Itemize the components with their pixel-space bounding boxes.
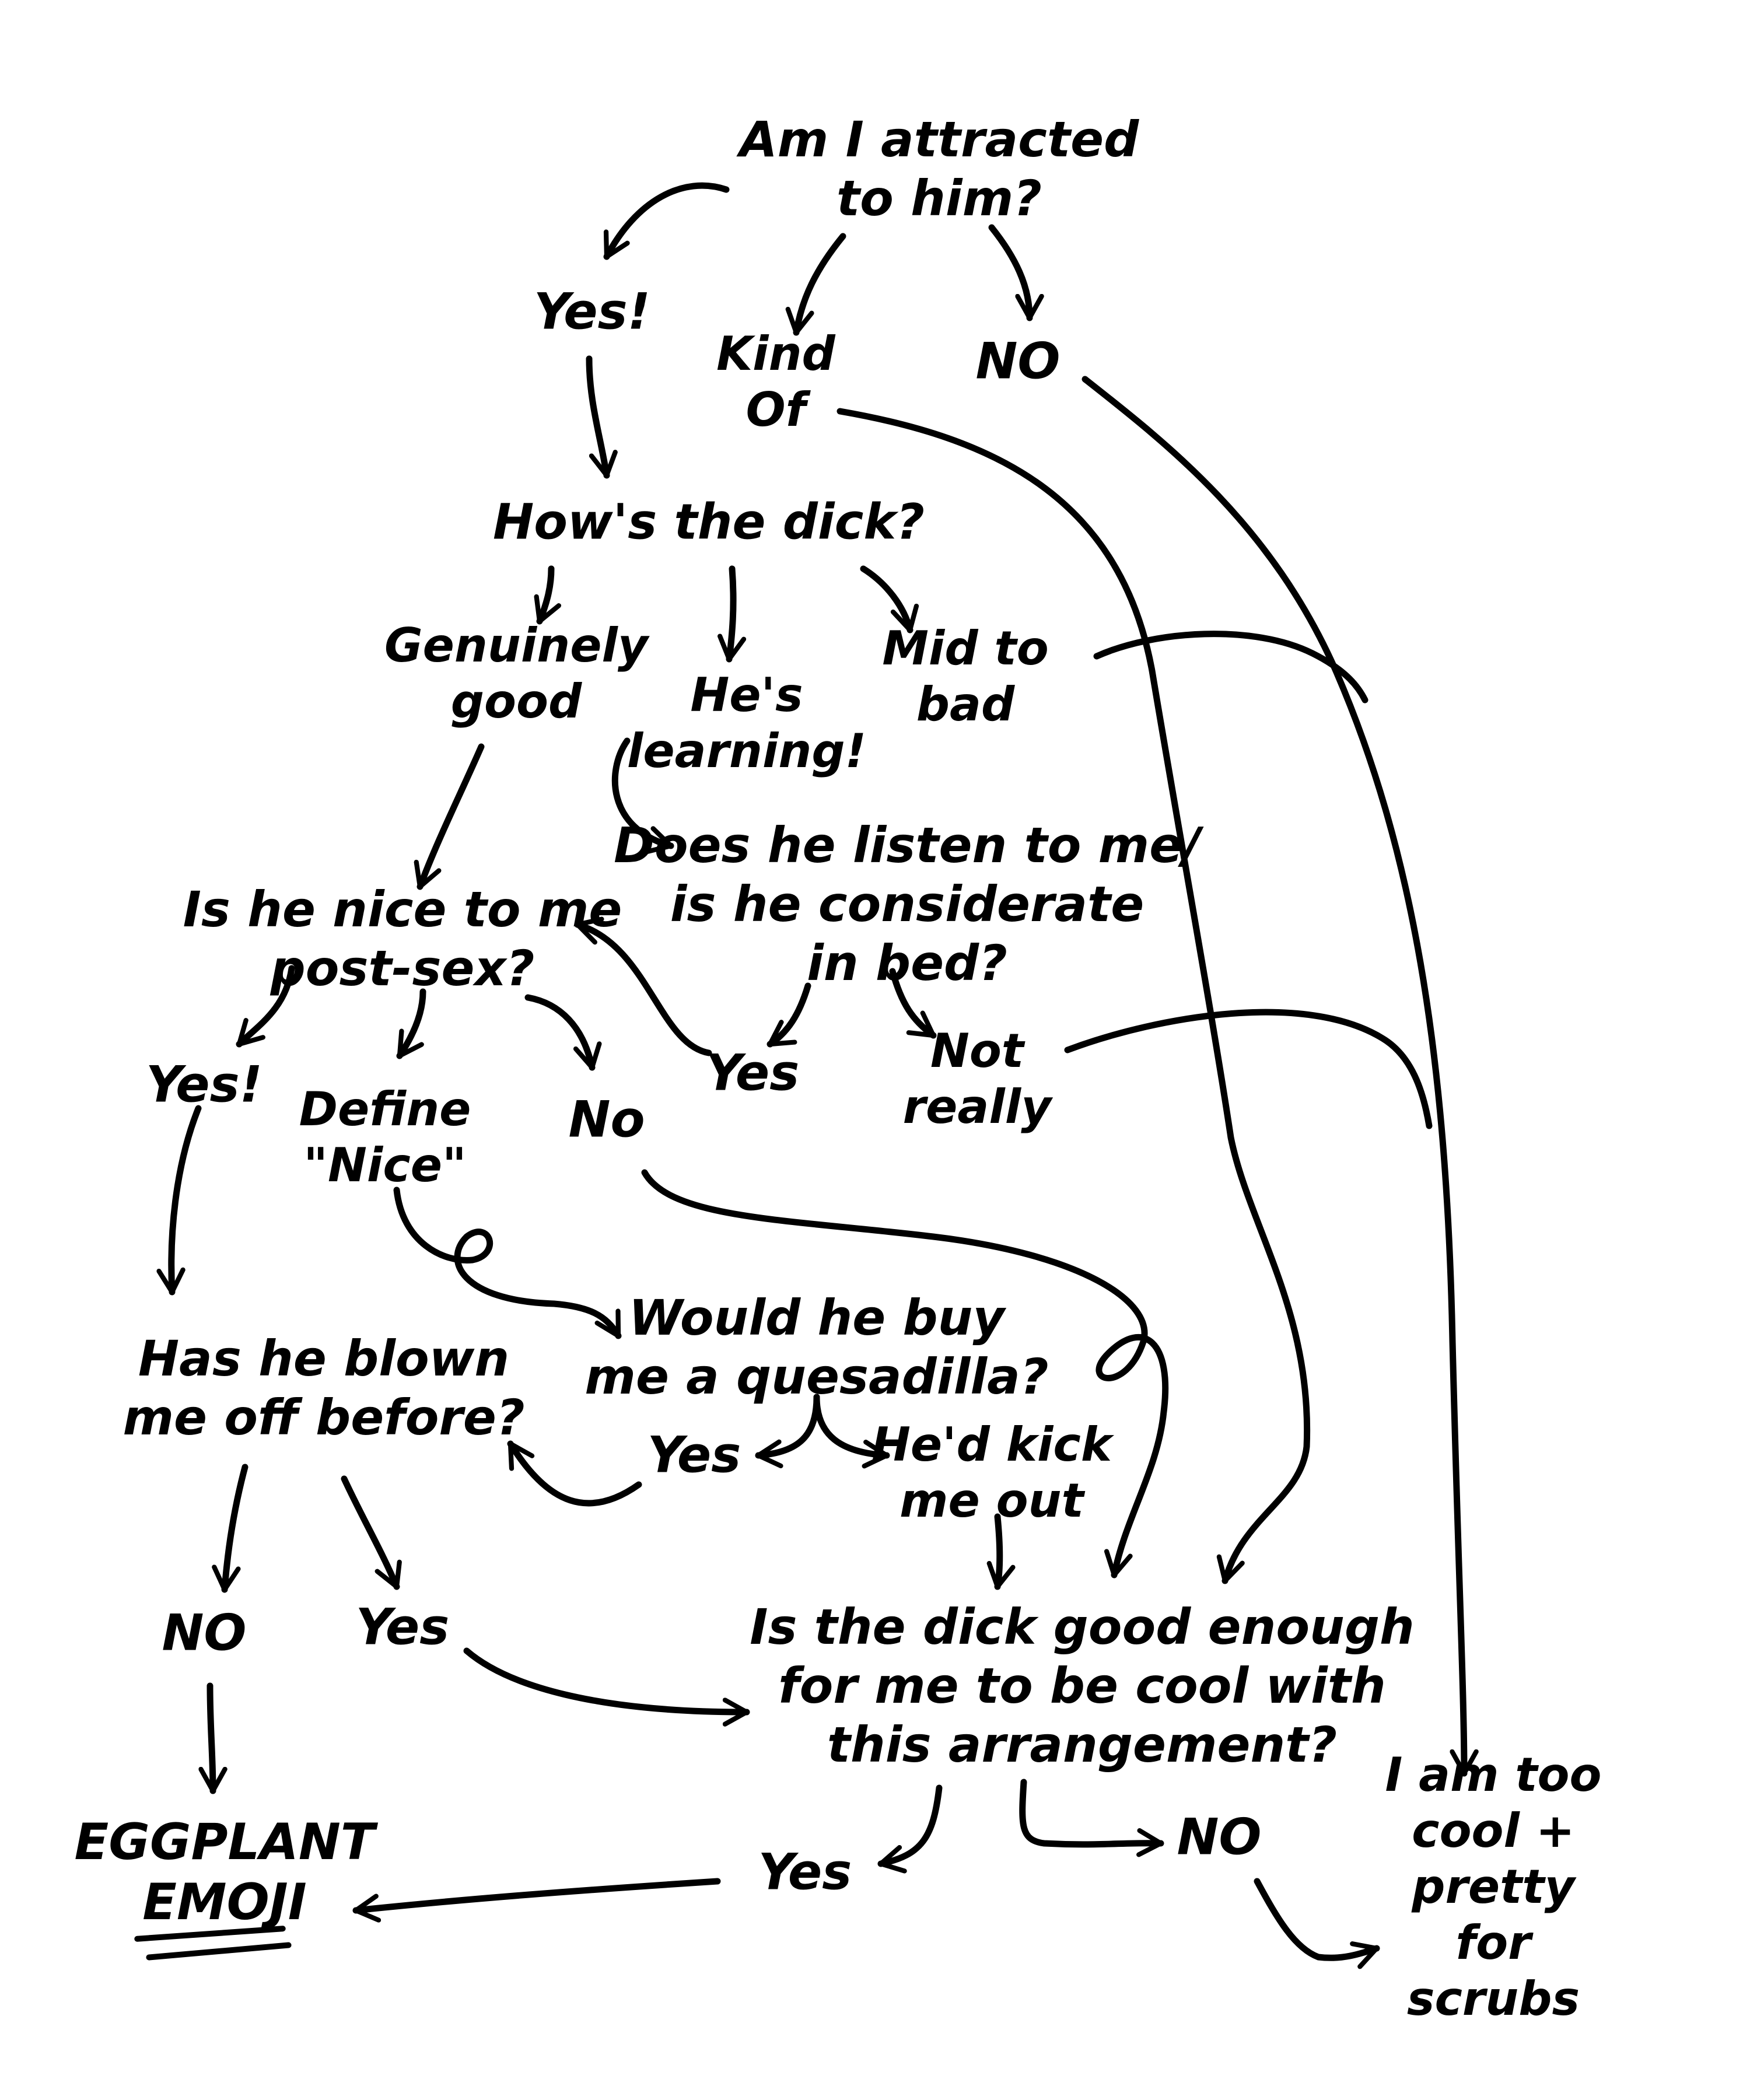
answer-define-nice: Define "Nice" xyxy=(299,1082,471,1192)
arrow-dick-to-learning xyxy=(718,565,747,663)
arrow-dick-to-midbad xyxy=(860,565,919,634)
answer-yes-listen: Yes xyxy=(705,1044,800,1102)
end-too-cool: I am too cool + pretty for scrubs xyxy=(1385,1748,1602,2026)
question-nice: Is he nice to me post-sex? xyxy=(183,881,622,997)
arrow-kindof-to-arrangement xyxy=(836,408,1311,1584)
answer-genuinely-good: Genuinely good xyxy=(384,618,649,729)
arrow-attracted-to-yes xyxy=(603,182,730,260)
question-quesadilla: Would he buy me a quesadilla? xyxy=(584,1289,1049,1405)
answer-no-final: NO xyxy=(1177,1808,1262,1867)
arrow-define-to-quesadilla xyxy=(393,1186,622,1339)
arrow-qyes-to-blown xyxy=(507,1440,642,1507)
answer-learning: He's learning! xyxy=(626,668,867,778)
arrow-blown-to-yes xyxy=(341,1475,402,1590)
arrow-no-to-toocool xyxy=(1082,376,1479,1777)
arrow-quesadilla-to-kick xyxy=(813,1394,890,1469)
answer-mid-to-bad: Mid to bad xyxy=(882,621,1049,732)
arrow-niceno-to-arrangement xyxy=(641,1169,1169,1578)
arrow-midbad-to-toocool xyxy=(1093,631,1368,704)
arrow-arrangement-to-yes xyxy=(877,1784,943,1874)
answer-no-attracted: NO xyxy=(975,332,1060,391)
question-blown-off: Has he blown me off before? xyxy=(123,1330,525,1446)
question-arrangement: Is the dick good enough for me to be coo… xyxy=(750,1598,1415,1773)
answer-yes-quesadilla: Yes xyxy=(647,1426,741,1485)
arrow-listenyes-to-nice xyxy=(574,916,712,1056)
arrow-niceyes-to-blown xyxy=(156,1105,202,1296)
answer-no-nice: No xyxy=(568,1090,645,1149)
answer-kind-of: Kind Of xyxy=(716,327,835,437)
end-eggplant-emoji: EGGPLANT EMOJI xyxy=(74,1812,375,1931)
arrow-listen-to-notreally xyxy=(889,968,937,1039)
answer-kick-out: He'd kick me out xyxy=(871,1418,1112,1528)
arrow-finalyes-to-eggplant xyxy=(352,1878,721,1923)
arrow-finalno-to-toocool xyxy=(1254,1878,1380,1969)
arrow-dick-to-genuinely xyxy=(534,565,562,625)
arrow-yes-to-dick xyxy=(586,355,618,479)
arrow-kick-to-arrangement xyxy=(986,1513,1016,1590)
question-dick: How's the dick? xyxy=(492,493,925,551)
question-listen: Does he listen to me/ is he considerate … xyxy=(614,816,1200,992)
answer-not-really: Not really xyxy=(902,1024,1052,1134)
answer-yes-attracted: Yes! xyxy=(534,282,650,341)
arrow-blown-to-no xyxy=(212,1464,249,1593)
arrow-nice-to-no xyxy=(524,994,602,1071)
arrow-nice-to-yes xyxy=(236,965,295,1048)
answer-yes-blown: Yes xyxy=(355,1598,450,1657)
arrow-blownno-to-eggplant xyxy=(198,1682,228,1794)
arrow-learning-to-listen xyxy=(611,737,674,855)
question-attracted: Am I attracted to him? xyxy=(739,111,1139,227)
arrow-listen-to-yes xyxy=(766,982,811,1048)
arrow-blownyes-to-arrangement xyxy=(463,1647,750,1727)
arrow-nice-to-define xyxy=(396,988,426,1059)
arrow-arrangement-to-no xyxy=(1019,1779,1164,1857)
arrow-attracted-to-no xyxy=(988,224,1044,321)
answer-yes-nice: Yes! xyxy=(146,1055,262,1114)
arrow-attracted-to-kindof xyxy=(785,233,846,336)
arrow-notreally-to-toocool xyxy=(1064,1009,1433,1129)
answer-yes-final: Yes xyxy=(758,1843,852,1902)
answer-no-blown: NO xyxy=(162,1604,247,1662)
arrow-genuinely-to-nice xyxy=(414,743,485,890)
